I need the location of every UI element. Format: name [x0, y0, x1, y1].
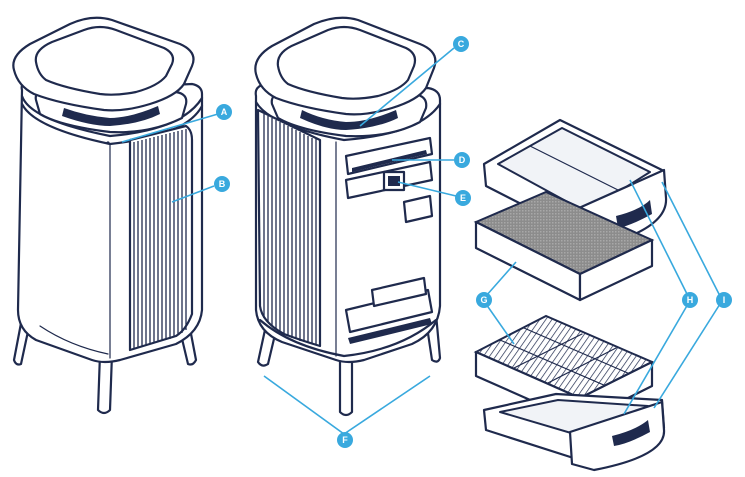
front-leg-center: [96, 352, 114, 415]
bottom-tray-grip-slot: [612, 420, 650, 446]
callout-i-label: I: [723, 295, 726, 305]
back-outlet-vents: [300, 110, 398, 130]
front-top-inset: [34, 25, 175, 96]
hepa-divider-1: [499, 339, 607, 387]
callout-c-label: C: [458, 39, 465, 49]
callout-e: E: [455, 190, 471, 206]
leader-g-lower: [485, 303, 515, 345]
callout-e-label: E: [460, 193, 466, 203]
hepa-divider-3: [509, 333, 583, 371]
callout-b-label: B: [219, 179, 226, 189]
callout-g-label: G: [480, 295, 487, 305]
carbon-filter-side-face: [578, 238, 654, 302]
front-side-grille: [128, 124, 194, 352]
back-bottom-curve: [258, 318, 438, 358]
leader-b: [171, 185, 215, 203]
front-grille-slats: [133, 129, 187, 348]
hepa-divider-2: [523, 327, 631, 375]
leader-c: [359, 47, 455, 127]
leader-h-upper: [629, 179, 689, 297]
callout-f: F: [337, 432, 353, 448]
back-label-plate: [402, 194, 434, 224]
callout-c: C: [453, 36, 469, 52]
hepa-divider-4: [545, 347, 617, 385]
front-top-rim: [20, 94, 204, 138]
purifier-back-view: [254, 16, 442, 417]
callout-i: I: [716, 292, 732, 308]
callout-h-label: H: [687, 295, 694, 305]
leader-e: [397, 181, 457, 197]
back-handle-shadow: [352, 150, 427, 172]
top-prefilter-seam: [529, 145, 619, 191]
callout-b: B: [214, 176, 230, 192]
filter-exploded-view: [473, 118, 668, 472]
callout-a: A: [216, 104, 232, 120]
leader-i-upper: [661, 181, 721, 297]
purifier-front-view: [12, 16, 204, 415]
callout-a-label: A: [221, 107, 228, 117]
leader-g-upper: [485, 261, 517, 297]
back-leg-center: [338, 354, 354, 417]
back-lower-tab: [370, 276, 428, 308]
callout-g: G: [476, 292, 492, 308]
back-top-cap: [254, 16, 437, 116]
back-power-socket: [388, 176, 400, 186]
back-lower-slot: [348, 318, 432, 344]
callout-d-label: D: [459, 155, 466, 165]
leader-a: [121, 113, 219, 143]
back-top-inset: [276, 25, 417, 100]
front-status-dot: [106, 141, 110, 145]
front-bottom-curve: [39, 325, 109, 355]
callout-d: D: [454, 152, 470, 168]
leader-i-lower: [653, 303, 721, 409]
front-top-cap: [12, 16, 195, 112]
callout-f-label: F: [342, 435, 348, 445]
back-side-grille: [256, 108, 322, 348]
callout-h: H: [682, 292, 698, 308]
front-outlet-vents: [62, 106, 160, 126]
back-grille-slats: [263, 114, 317, 345]
leader-h-lower: [623, 303, 689, 415]
